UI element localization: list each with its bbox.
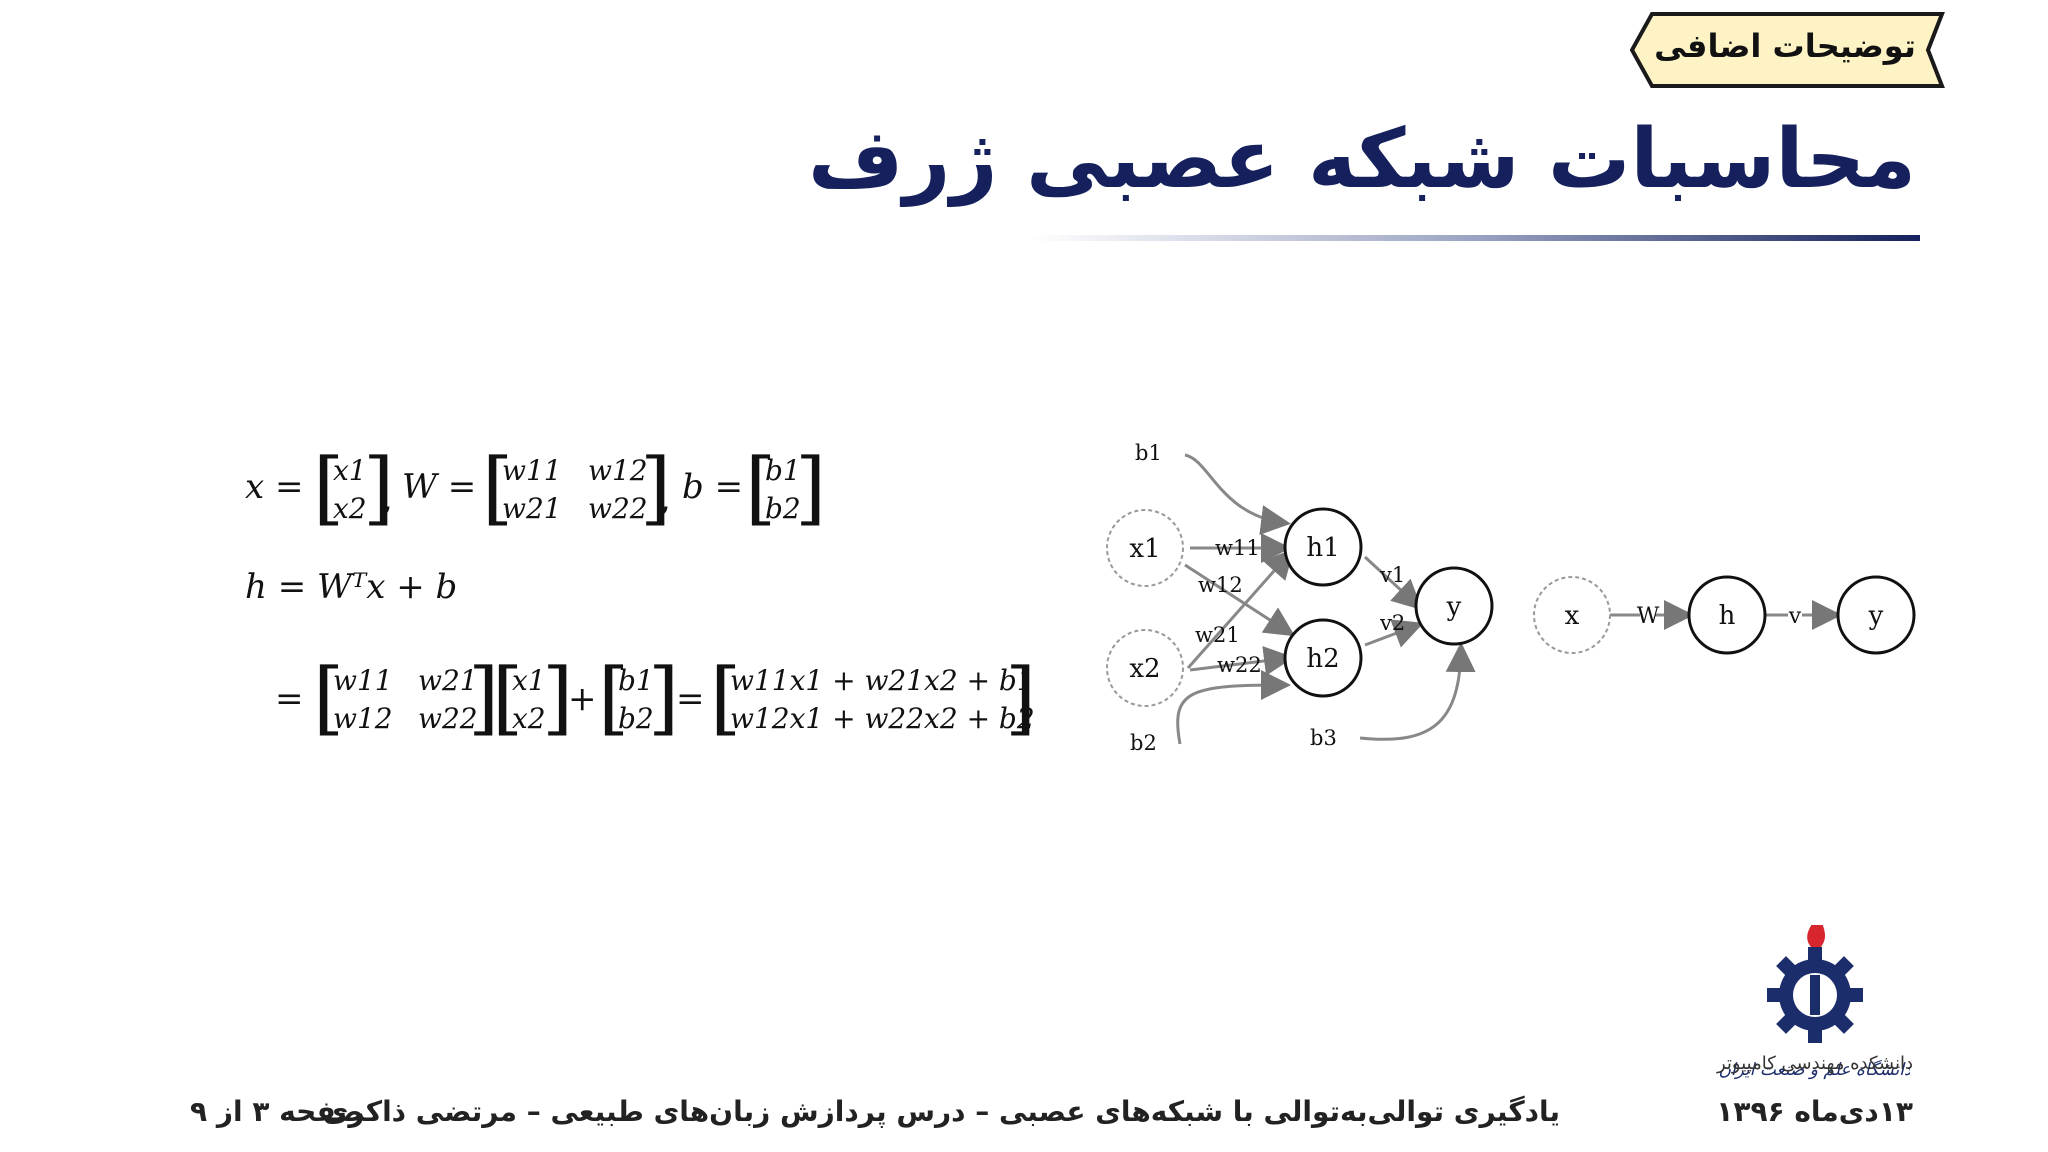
label-x1: x1 xyxy=(1129,534,1160,564)
title-underline xyxy=(1030,235,1920,241)
eq-b-label: b = xyxy=(682,467,743,507)
svg-text:+: + xyxy=(568,679,597,719)
bracket: ] xyxy=(363,441,394,534)
bracket: [ xyxy=(313,441,344,534)
simple-label-W: W xyxy=(1637,604,1660,629)
simple-node-y xyxy=(1836,575,1916,655)
footer-page-number: صفحه ۳ از ۹ xyxy=(190,1095,364,1128)
eq-x-label: x = xyxy=(245,467,303,507)
bracket: [ xyxy=(492,651,523,744)
label-v2: v2 xyxy=(1379,611,1405,635)
simple-label-y: y xyxy=(1868,601,1884,631)
x-vec-1: x1 xyxy=(333,454,367,487)
logo-university-text: دانشگاه علم و صنعت ایران xyxy=(1720,1059,1910,1080)
node-x2 xyxy=(1106,629,1184,707)
node-y xyxy=(1414,566,1494,646)
label-v1: v1 xyxy=(1379,563,1405,587)
eq-W-label: W = xyxy=(402,467,476,507)
svg-text:,: , xyxy=(660,479,671,519)
b3-1: b1 xyxy=(618,664,654,697)
label-w11: w11 xyxy=(1215,536,1260,560)
equations: x = [ x1 x2 ] , W = [ w11 w12 w21 w22 ] … xyxy=(245,441,1036,744)
bracket: ] xyxy=(468,651,499,744)
label-b2: b2 xyxy=(1130,731,1157,755)
neural-network-diagram: x1 x2 h1 h2 y b1 b2 b3 w11 w12 w21 w22 v… xyxy=(1106,441,1494,755)
bracket: [ xyxy=(710,651,741,744)
footer-course-title: یادگیری توالی‌به‌توالی با شبکه‌های عصبی … xyxy=(322,1095,1560,1128)
eq-hidden: h = Wᵀx + b xyxy=(245,567,457,607)
label-h1: h1 xyxy=(1306,533,1339,563)
simple-label-h: h xyxy=(1719,601,1736,631)
b-vec-1: b1 xyxy=(765,454,801,487)
faculty-name: دانشکده مهندسی کامپیوتر xyxy=(1716,1053,1914,1074)
WT-12: w21 xyxy=(418,664,478,697)
simple-label-x: x xyxy=(1565,601,1580,631)
simple-node-x xyxy=(1533,576,1611,654)
node-x1 xyxy=(1106,509,1184,587)
university-logo: دانشگاه علم و صنعت ایران xyxy=(1720,925,1910,1080)
node-h2 xyxy=(1283,618,1363,698)
simple-node-h xyxy=(1687,575,1767,655)
section-tag-label: توضیحات اضافی xyxy=(1654,27,1916,65)
simple-label-v: v xyxy=(1788,604,1802,629)
footer-date: ۱۳دی‌ماه ۱۳۹۶ xyxy=(1716,1095,1913,1128)
label-w22: w22 xyxy=(1217,653,1262,677)
W-12: w12 xyxy=(588,454,648,487)
result-1: w11x1 + w21x2 + b1 xyxy=(730,664,1035,697)
svg-text:,: , xyxy=(382,479,393,519)
WT-22: w22 xyxy=(418,702,478,735)
b-vec-2: b2 xyxy=(765,492,801,525)
label-w21: w21 xyxy=(1195,623,1240,647)
W-21: w21 xyxy=(502,492,562,525)
label-h2: h2 xyxy=(1306,644,1339,674)
svg-text:=: = xyxy=(676,679,705,719)
slide-title: محاسبات شبکه عصبی ژرف xyxy=(807,112,1916,207)
W-22: w22 xyxy=(588,492,648,525)
bracket: ] xyxy=(648,651,679,744)
x3-1: x1 xyxy=(512,664,546,697)
result-2: w12x1 + w22x2 + b2 xyxy=(730,702,1035,735)
label-b3: b3 xyxy=(1310,726,1337,750)
label-x2: x2 xyxy=(1129,654,1160,684)
x-vec-2: x2 xyxy=(333,492,367,525)
WT-11: w11 xyxy=(333,664,393,697)
W-11: w11 xyxy=(502,454,562,487)
svg-text:=: = xyxy=(275,679,304,719)
label-b1: b1 xyxy=(1135,441,1162,465)
bracket: ] xyxy=(1005,651,1036,744)
bracket: [ xyxy=(313,651,344,744)
label-y: y xyxy=(1446,592,1462,622)
bracket: ] xyxy=(542,651,573,744)
bracket: [ xyxy=(482,441,513,534)
b3-2: b2 xyxy=(618,702,654,735)
node-h1 xyxy=(1283,507,1363,587)
bracket: [ xyxy=(598,651,629,744)
bracket: [ xyxy=(745,441,776,534)
label-w12: w12 xyxy=(1198,573,1243,597)
WT-21: w12 xyxy=(333,702,393,735)
bracket: ] xyxy=(795,441,826,534)
simplified-network-diagram: x h y W v xyxy=(1533,575,1916,655)
bracket: ] xyxy=(640,441,671,534)
section-tag-shape xyxy=(1630,12,1945,88)
x3-2: x2 xyxy=(512,702,546,735)
